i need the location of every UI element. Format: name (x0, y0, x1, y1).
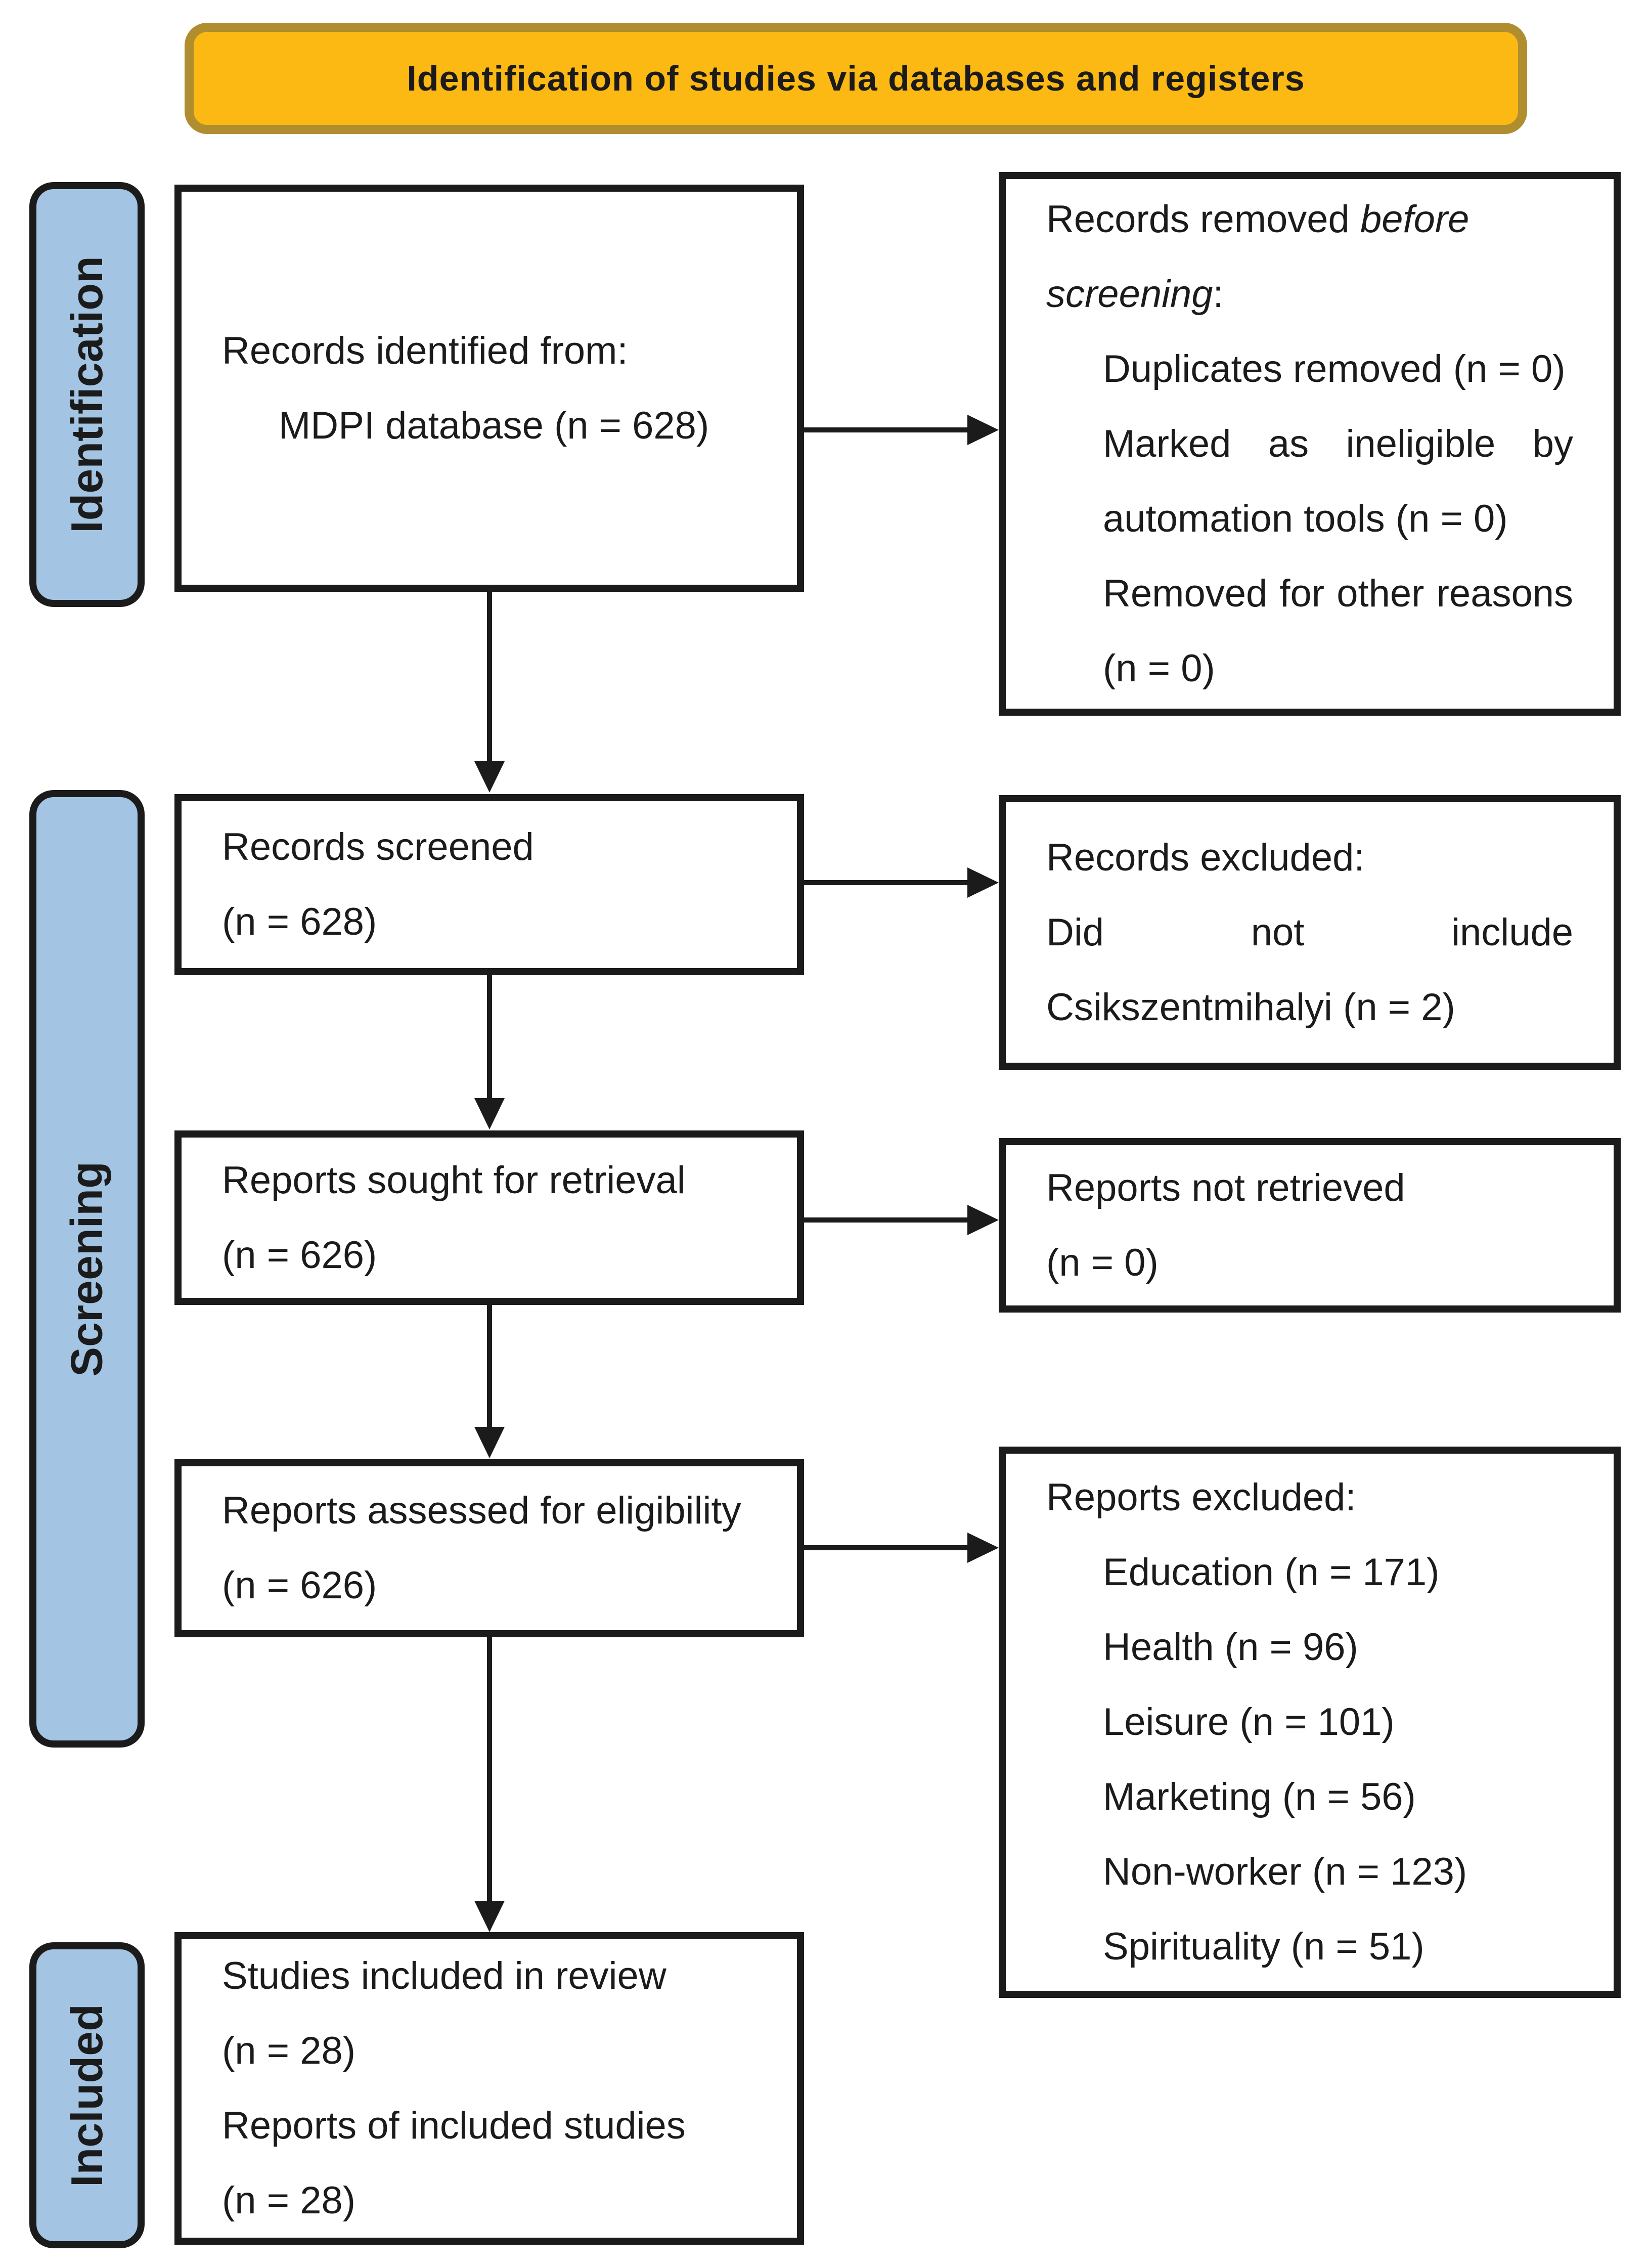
reports-excluded-item: Health (n = 96) (1103, 1626, 1358, 1669)
box-records-removed: Records removed before screening: Duplic… (999, 172, 1621, 716)
stage-label-included-text: Included (62, 2003, 112, 2187)
reports-assessed-line1: Reports assessed for eligibility (222, 1489, 741, 1532)
reports-excluded-item: Spirituality (n = 51) (1103, 1925, 1425, 1968)
arrowhead-right-icon (967, 1205, 999, 1235)
records-removed-item: Marked as ineligible by automation tools… (1103, 422, 1573, 540)
records-excluded-body: Did not include Csikszentmihalyi (n = 2) (1046, 910, 1573, 1029)
studies-included-line3: Reports of included studies (222, 2104, 686, 2147)
studies-included-line4: (n = 28) (222, 2179, 356, 2222)
arrowhead-right-icon (967, 1533, 999, 1563)
arrow-identified-to-removed (804, 427, 972, 432)
reports-excluded-item: Leisure (n = 101) (1103, 1700, 1395, 1743)
stage-label-screening: Screening (29, 790, 145, 1748)
arrow-screened-to-sought (487, 975, 492, 1102)
stage-label-identification: Identification (29, 182, 145, 607)
records-excluded-header: Records excluded: (1046, 836, 1365, 879)
box-reports-sought: Reports sought for retrieval (n = 626) (174, 1130, 804, 1305)
arrow-assessed-to-reports-excluded (804, 1545, 972, 1550)
records-removed-item: Duplicates removed (n = 0) (1103, 347, 1566, 390)
records-removed-item: Removed for other reasons (n = 0) (1103, 572, 1573, 690)
records-screened-line2: (n = 628) (222, 900, 377, 943)
arrow-sought-to-assessed (487, 1305, 492, 1430)
box-studies-included: Studies included in review (n = 28) Repo… (174, 1932, 804, 2245)
reports-assessed-line2: (n = 626) (222, 1564, 377, 1607)
arrowhead-down-icon (474, 1427, 505, 1458)
reports-excluded-item: Education (n = 171) (1103, 1551, 1440, 1594)
banner-title: Identification of studies via databases … (407, 59, 1305, 98)
arrow-sought-to-not-retrieved (804, 1217, 972, 1223)
arrowhead-right-icon (967, 867, 999, 898)
box-records-excluded: Records excluded: Did not include Csiksz… (999, 795, 1621, 1070)
banner: Identification of studies via databases … (185, 23, 1527, 134)
box-reports-assessed: Reports assessed for eligibility (n = 62… (174, 1459, 804, 1637)
arrowhead-down-icon (474, 1098, 505, 1129)
reports-excluded-item: Non-worker (n = 123) (1103, 1850, 1467, 1893)
box-reports-not-retrieved: Reports not retrieved (n = 0) (999, 1138, 1621, 1313)
reports-sought-line2: (n = 626) (222, 1233, 377, 1277)
reports-not-retrieved-line2: (n = 0) (1046, 1241, 1159, 1284)
arrowhead-down-icon (474, 1901, 505, 1932)
arrow-screened-to-excluded (804, 880, 972, 885)
reports-excluded-header: Reports excluded: (1046, 1476, 1356, 1519)
stage-label-identification-text: Identification (62, 256, 112, 533)
studies-included-line2: (n = 28) (222, 2029, 356, 2072)
stage-label-screening-text: Screening (62, 1161, 112, 1377)
arrow-assessed-to-included (487, 1637, 492, 1904)
box-reports-excluded: Reports excluded: Education (n = 171) He… (999, 1447, 1621, 1998)
reports-not-retrieved-line1: Reports not retrieved (1046, 1166, 1405, 1209)
box-records-screened: Records screened (n = 628) (174, 794, 804, 975)
arrowhead-down-icon (474, 761, 505, 793)
records-removed-header: Records removed before screening: (1046, 197, 1470, 316)
box-records-identified: Records identified from: MDPI database (… (174, 185, 804, 592)
records-identified-line2: MDPI database (n = 628) (279, 404, 709, 447)
stage-label-included: Included (29, 1942, 145, 2248)
reports-sought-line1: Reports sought for retrieval (222, 1158, 686, 1202)
records-identified-line1: Records identified from: (222, 329, 628, 372)
reports-excluded-item: Marketing (n = 56) (1103, 1775, 1416, 1818)
arrowhead-right-icon (967, 415, 999, 445)
records-screened-line1: Records screened (222, 825, 534, 868)
arrow-identified-to-screened (487, 592, 492, 765)
studies-included-line1: Studies included in review (222, 1954, 666, 1997)
